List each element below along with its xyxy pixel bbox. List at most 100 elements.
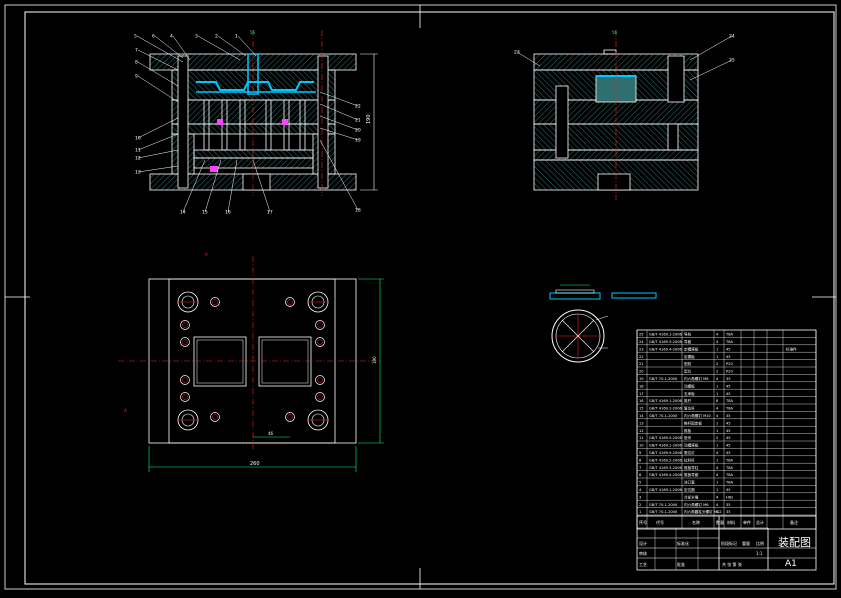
bom-header-std: 代号 [656, 519, 664, 525]
callout-bottom-15: 15 [202, 210, 208, 216]
core-plate [171, 99, 336, 125]
callout-top-3: 3 [195, 34, 198, 40]
bom-name-23: 内六角螺钉 M6 [684, 502, 709, 507]
side-dim-top: 56 [612, 30, 618, 35]
callout-right-18: 18 [355, 208, 361, 214]
callout-left-9: 9 [135, 74, 138, 80]
callout-side-25-leader [689, 59, 733, 81]
callout-left-7: 7 [135, 48, 138, 54]
screw-hole-4 [180, 337, 190, 347]
bom-std-14: GB/T 4169.4-2006 [649, 436, 683, 440]
bom-name-11: 内六角螺钉 M10 [684, 413, 711, 418]
callout-left-10: 10 [135, 136, 141, 142]
bom-qty-11: 4 [716, 414, 719, 418]
sheet-frame [4, 4, 837, 590]
tb-check: 审核 [639, 550, 647, 556]
bom-no-0: 25 [639, 333, 644, 337]
bom-no-15: 10 [639, 444, 644, 448]
bom-name-21: 定位圈 [684, 487, 695, 492]
bom-qty-16: 4 [716, 451, 719, 455]
bom-mat-8: 45 [726, 392, 731, 396]
bom-no-24: 1 [639, 510, 641, 514]
callout-side-23-leader [516, 51, 541, 67]
bom-no-11: 14 [639, 414, 644, 418]
bom-no-9: 16 [639, 399, 644, 403]
ejector-plate [193, 157, 314, 169]
screw-hole-0 [210, 297, 220, 307]
tb-approve: 批准 [677, 561, 685, 567]
screw-hole-11 [285, 412, 295, 422]
callout-top-4: 4 [170, 34, 173, 40]
bom-qty-4: 2 [716, 362, 718, 366]
bom-no-8: 17 [639, 392, 644, 396]
bom-std-19: GB/T 4169.4-2006 [649, 473, 683, 477]
sheet-size: A1 [785, 559, 797, 569]
svg-text:A: A [124, 408, 127, 413]
bom-mat-9: T8A [725, 399, 733, 403]
bom-no-14: 11 [639, 436, 644, 440]
callout-top-2-leader [217, 35, 247, 57]
bom-mat-5: P20 [726, 370, 733, 374]
callout-top-6-leader [154, 35, 184, 59]
bom-no-5: 20 [639, 370, 644, 374]
bom-no-19: 6 [639, 473, 642, 477]
bom-header-name: 名称 [692, 519, 700, 525]
screw-hole-8 [180, 392, 190, 402]
bom-no-2: 23 [639, 347, 644, 351]
callout-side-24-leader [689, 35, 733, 61]
callout-right-22-leader [319, 91, 359, 107]
callout-bottom-14: 14 [180, 210, 186, 216]
bom-no-7: 18 [639, 384, 644, 388]
bom-qty-3: 1 [716, 355, 718, 359]
callout-left-12-leader [137, 149, 179, 159]
bom-header-no: 序号 [639, 519, 647, 525]
bom-qty-12: 1 [716, 421, 718, 425]
bom-mat-0: T8A [725, 333, 733, 337]
bom-no-1: 24 [639, 340, 644, 344]
bom-qty-2: 1 [716, 347, 718, 351]
bom-mat-14: 45 [726, 436, 731, 440]
callout-bottom-17: 17 [267, 210, 273, 216]
screw-hole-3 [315, 320, 325, 330]
bom-mat-3: 45 [726, 355, 731, 359]
drawing-title: 装配图 [778, 536, 811, 549]
callout-top-1: 1 [235, 34, 238, 40]
bom-no-12: 13 [639, 421, 644, 425]
bom-mat-15: 45 [726, 444, 731, 448]
bom-mat-22: H62 [726, 495, 733, 499]
bom-qty-24: 4 [716, 510, 719, 514]
bom-mat-24: 35 [726, 510, 731, 514]
bom-name-16: 限位钉 [684, 450, 695, 455]
bom-mat-13: 45 [726, 429, 731, 433]
bom-std-17: GB/T 4169.2-2006 [649, 458, 683, 462]
callout-left-8: 8 [135, 60, 138, 66]
bom-qty-0: 4 [716, 333, 719, 337]
bom-name-17: 拉料杆 [684, 457, 695, 462]
svg-text:A: A [205, 252, 208, 257]
bom-qty-10: 4 [716, 407, 719, 411]
bom-mat-7: 45 [726, 384, 731, 388]
bom-mat-1: T8A [725, 340, 733, 344]
bom-std-0: GB/T 4169.1-2006 [649, 333, 683, 337]
callout-right-18-leader [319, 139, 359, 211]
part-detail [549, 284, 657, 363]
bom-name-2: 定模座板 [684, 346, 699, 351]
bom-std-6: GB/T 70.1-2000 [649, 377, 678, 381]
callout-left-13-leader [137, 165, 179, 173]
bom-mat-6: 35 [726, 377, 731, 381]
bom-mat-2: 45 [726, 347, 731, 351]
guide-pin-left [177, 55, 189, 189]
bom-std-9: GB/T 4169.1-2006 [649, 399, 683, 403]
bom-qty-9: 8 [716, 399, 719, 403]
bom-qty-13: 1 [716, 429, 718, 433]
plan-dim-width: 260 [250, 461, 260, 467]
bom-std-23: GB/T 70.1-2000 [649, 503, 678, 507]
bom-no-20: 5 [639, 481, 641, 485]
bom-no-3: 22 [639, 355, 644, 359]
callout-right-20: 20 [355, 128, 361, 134]
bom-std-21: GB/T 4169.1-2006 [649, 488, 683, 492]
